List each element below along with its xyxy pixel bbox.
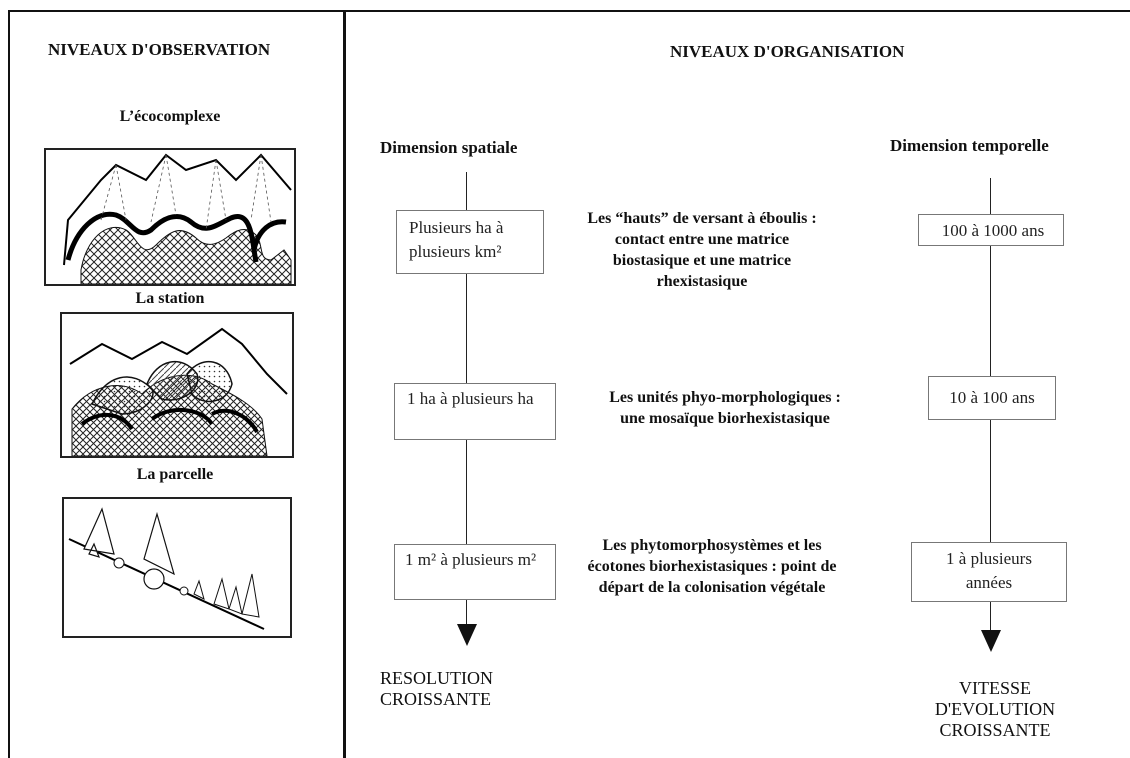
spatial-box-parcelle: 1 m² à plusieurs m²	[394, 544, 556, 600]
station-illustration	[60, 312, 294, 458]
spatial-box-station: 1 ha à plusieurs ha	[394, 383, 556, 440]
level-label-parcelle: La parcelle	[136, 466, 214, 483]
spatial-box-ecocomplexe: Plusieurs ha à plusieurs km²	[396, 210, 544, 274]
spatial-arrow-label: RESOLUTION CROISSANTE	[380, 668, 560, 710]
spatial-arrow-label-line-1: RESOLUTION	[380, 668, 493, 688]
temporal-arrow-label-line-1: VITESSE	[959, 678, 1031, 698]
right-panel-title: NIVEAUX D'ORGANISATION	[670, 42, 905, 61]
temporal-arrowhead	[981, 630, 1001, 652]
parcelle-illustration	[62, 497, 292, 638]
description-ecocomplexe: Les “hauts” de versant à éboulis : conta…	[587, 210, 817, 290]
temporal-box-station: 10 à 100 ans	[928, 376, 1056, 420]
temporal-box-ecocomplexe: 100 à 1000 ans	[918, 214, 1064, 246]
panel-divider	[343, 10, 346, 758]
left-border	[8, 10, 10, 758]
spatial-arrow-label-line-2: CROISSANTE	[380, 689, 492, 709]
spatial-arrowhead	[457, 624, 477, 646]
left-panel-title: NIVEAUX D'OBSERVATION	[48, 40, 271, 59]
temporal-arrow-label-line-3: CROISSANTE	[939, 720, 1051, 740]
temporal-box-parcelle: 1 à plusieurs années	[911, 542, 1067, 602]
description-station: Les unités phyo-morphologiques : une mos…	[609, 389, 841, 427]
spatial-heading: Dimension spatiale	[380, 138, 518, 157]
temporal-arrow-label: VITESSE D'EVOLUTION CROISSANTE	[900, 678, 1090, 741]
level-label-ecocomplexe: L’écocomplexe	[119, 108, 221, 125]
ecocomplexe-illustration	[44, 148, 296, 286]
top-border	[8, 10, 1130, 12]
level-label-station: La station	[135, 290, 205, 307]
temporal-heading: Dimension temporelle	[890, 136, 1049, 155]
temporal-arrow-label-line-2: D'EVOLUTION	[934, 699, 1056, 719]
description-parcelle: Les phytomorphosystèmes et les écotones …	[587, 537, 837, 596]
